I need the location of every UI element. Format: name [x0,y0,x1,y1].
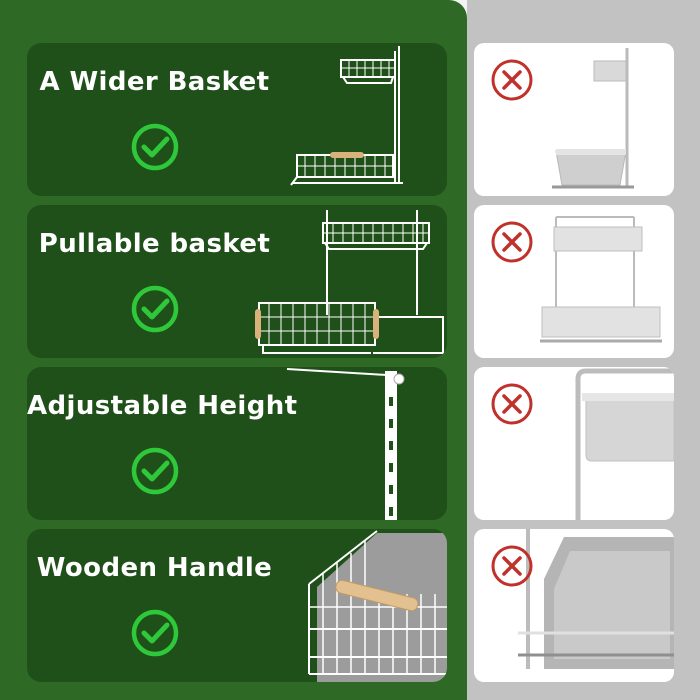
adjustable-height-pole-image [286,368,405,520]
x-circle-icon [491,221,533,263]
feature-label-pullable-basket: Pullable basket [38,229,271,259]
fixed-basket-rack-image [540,216,662,343]
feature-label-adjustable-height: Adjustable Height [27,391,298,421]
feature-card-wooden-handle: Wooden Handle [27,529,447,682]
check-circle-icon [131,609,179,657]
narrow-basket-rack-image [552,48,634,189]
competitor-card-narrow-basket [474,43,674,196]
feature-card-adjustable-height: Adjustable Height [27,367,447,520]
fixed-height-pole-image [575,368,674,520]
check-circle-icon [131,285,179,333]
pullable-basket-rack-image [255,210,444,354]
check-circle-icon [131,123,179,171]
competitor-card-fixed-basket [474,205,674,358]
feature-card-wider-basket: A Wider Basket [27,43,447,196]
competitor-card-no-handle [474,529,674,682]
feature-label-wooden-handle: Wooden Handle [36,553,273,583]
feature-card-pullable-basket: Pullable basket [27,205,447,358]
no-handle-tray-image [518,529,674,669]
feature-label-wider-basket: A Wider Basket [39,67,270,97]
check-circle-icon [131,447,179,495]
competitor-card-fixed-height [474,367,674,520]
wooden-handle-basket-image [308,530,447,682]
x-circle-icon [491,545,533,587]
wider-basket-rack-image [290,46,403,186]
x-circle-icon [491,59,533,101]
x-circle-icon [491,383,533,425]
